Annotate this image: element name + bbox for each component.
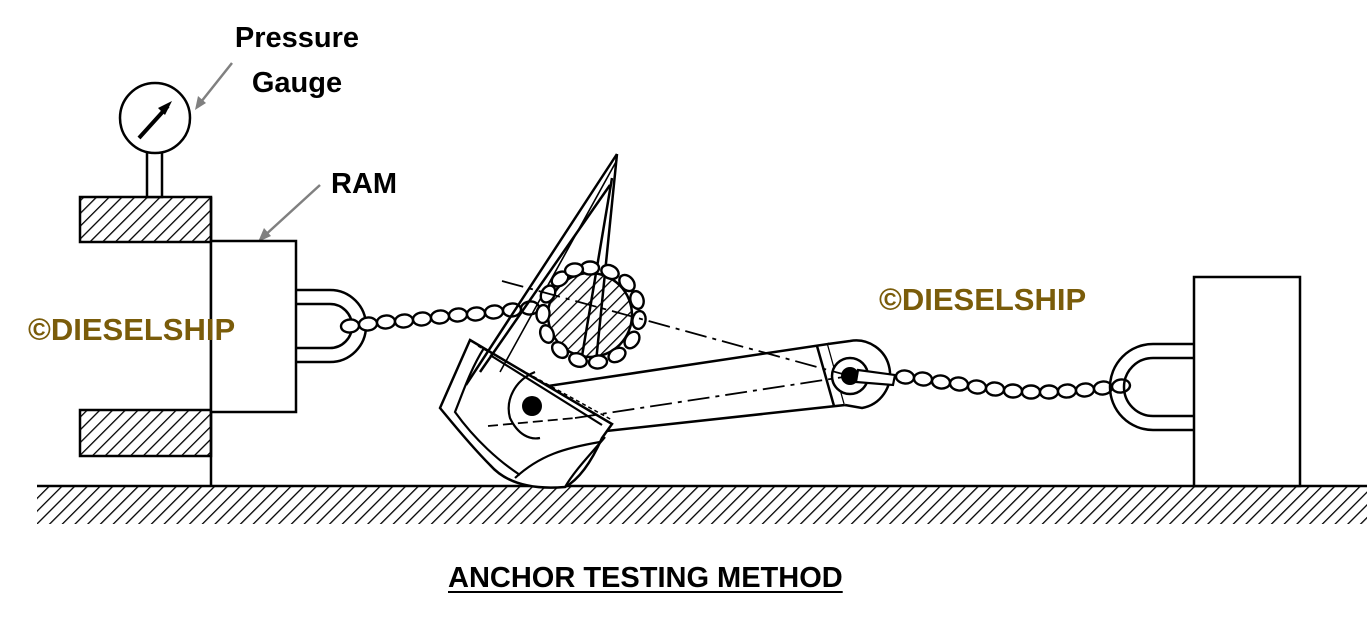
- pressure-gauge-label-line2: Gauge: [251, 67, 343, 99]
- diagram-caption: ANCHOR TESTING METHOD: [448, 562, 843, 594]
- pressure-gauge-label: Pressure Gauge: [222, 16, 372, 106]
- right-chain: [854, 368, 1133, 401]
- ground-floor: [37, 484, 1367, 524]
- watermark-left: ©DIESELSHIP: [28, 312, 236, 347]
- pressure-gauge-label-line1: Pressure: [234, 22, 360, 54]
- anchor-crown: [438, 338, 614, 489]
- hydraulic-frame: [78, 195, 213, 486]
- ram-label: RAM: [331, 168, 398, 200]
- watermark-right: ©DIESELSHIP: [879, 282, 1087, 317]
- pressure-gauge-pointer: [195, 62, 233, 110]
- fixed-anchor-block: [1192, 275, 1302, 488]
- ram-pointer: [258, 184, 321, 242]
- pressure-gauge: [118, 81, 192, 199]
- anchor-ring: [534, 260, 649, 371]
- ram-block: [209, 239, 298, 414]
- right-shackle: [1108, 342, 1194, 432]
- centre-lines: [501, 280, 851, 419]
